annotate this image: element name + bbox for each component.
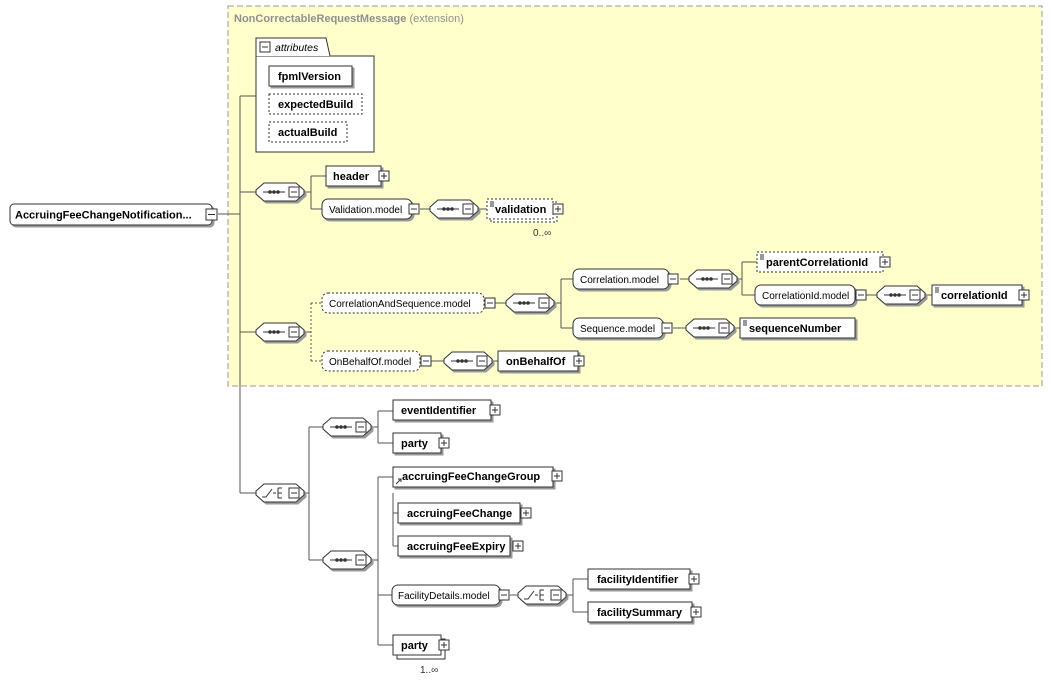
- element-accruing-fee-change-label: accruingFeeChange: [407, 508, 512, 520]
- validation-cardinality: 0..∞: [533, 228, 551, 239]
- sequence-compositor-onbehalfof[interactable]: [443, 351, 493, 371]
- element-validation-label: validation: [495, 204, 547, 216]
- element-correlation-id-label: correlationId: [941, 290, 1008, 302]
- element-validation[interactable]: validation 0..∞: [486, 198, 564, 239]
- sequence-compositor-fee[interactable]: [322, 550, 372, 570]
- element-party-repeating-label: party: [401, 640, 429, 652]
- sequence-compositor-correlation[interactable]: [688, 269, 738, 289]
- element-accruing-fee-expiry-label: accruingFeeExpiry: [407, 541, 506, 553]
- element-party-label: party: [401, 438, 429, 450]
- element-parent-correlation-id-label: parentCorrelationId: [766, 257, 868, 269]
- group-correlation-and-sequence-model[interactable]: CorrelationAndSequence.model: [321, 292, 496, 314]
- sequence-compositor-validation[interactable]: [429, 199, 479, 219]
- attribute-expectedbuild-label: expectedBuild: [278, 99, 353, 111]
- sequence-compositor-corrseq[interactable]: [505, 293, 555, 313]
- group-validation-model[interactable]: Validation.model: [321, 198, 420, 220]
- element-facility-identifier[interactable]: facilityIdentifier: [587, 568, 700, 590]
- attribute-actualbuild[interactable]: [268, 121, 348, 143]
- attribute-actualbuild-label: actualBuild: [278, 127, 337, 139]
- root-element[interactable]: AccruingFeeChangeNotification...: [9, 203, 213, 226]
- element-facility-summary[interactable]: facilitySummary: [587, 601, 702, 623]
- element-accruing-fee-change-group[interactable]: accruingFeeChangeGroup: [392, 466, 563, 488]
- attribute-fpmlversion-label: fpmlVersion: [278, 71, 341, 83]
- choice-compositor-main[interactable]: [255, 483, 305, 503]
- optional-connectors: [310, 302, 322, 362]
- element-correlation-id[interactable]: correlationId: [931, 284, 1030, 306]
- group-on-behalf-of-model[interactable]: OnBehalfOf.model: [321, 350, 432, 372]
- sequence-compositor-1[interactable]: [255, 182, 305, 202]
- group-correlation-id-model[interactable]: CorrelationId.model: [754, 284, 867, 306]
- element-accruing-fee-change-group-label: accruingFeeChangeGroup: [402, 471, 540, 483]
- element-facility-identifier-label: facilityIdentifier: [597, 574, 679, 586]
- element-party[interactable]: party: [392, 432, 450, 454]
- element-header[interactable]: header: [325, 165, 390, 187]
- group-sequence-model-label: Sequence.model: [580, 324, 655, 335]
- element-parent-correlation-id[interactable]: parentCorrelationId: [756, 251, 891, 273]
- group-correlation-and-sequence-model-label: CorrelationAndSequence.model: [329, 299, 471, 310]
- element-event-identifier-label: eventIdentifier: [401, 405, 477, 417]
- element-accruing-fee-expiry[interactable]: accruingFeeExpiry: [397, 535, 524, 557]
- group-validation-model-label: Validation.model: [329, 205, 402, 216]
- group-correlation-id-model-label: CorrelationId.model: [762, 291, 849, 302]
- sequence-compositor-2[interactable]: [255, 322, 305, 342]
- attribute-fpmlversion[interactable]: [268, 65, 353, 87]
- element-accruing-fee-change[interactable]: accruingFeeChange: [397, 502, 532, 524]
- element-event-identifier[interactable]: eventIdentifier: [392, 399, 501, 421]
- attributes-title: attributes: [275, 42, 319, 54]
- group-correlation-model[interactable]: Correlation.model: [572, 268, 679, 290]
- group-facility-details-model-label: FacilityDetails.model: [398, 591, 490, 602]
- attributes-group: attributes fpmlVersion expectedBuild act…: [255, 37, 375, 153]
- attribute-expectedbuild[interactable]: [268, 93, 363, 115]
- root-collapse-icon[interactable]: [205, 208, 218, 221]
- group-facility-details-model[interactable]: FacilityDetails.model: [391, 584, 510, 606]
- group-correlation-model-label: Correlation.model: [580, 275, 659, 286]
- element-on-behalf-of[interactable]: onBehalfOf: [497, 350, 585, 372]
- sequence-compositor-correlationid[interactable]: [876, 285, 926, 305]
- sequence-compositor-event[interactable]: [322, 417, 372, 437]
- element-on-behalf-of-label: onBehalfOf: [506, 356, 566, 368]
- root-element-label: AccruingFeeChangeNotification...: [15, 210, 192, 222]
- element-sequence-number-label: sequenceNumber: [749, 323, 842, 335]
- group-sequence-model[interactable]: Sequence.model: [572, 317, 673, 339]
- element-header-label: header: [333, 171, 370, 183]
- element-party-repeating[interactable]: party 1..∞: [392, 634, 450, 676]
- party-cardinality: 1..∞: [420, 665, 438, 676]
- extension-title: NonCorrectableRequestMessage (extension): [234, 13, 464, 25]
- sequence-compositor-sequence[interactable]: [685, 318, 735, 338]
- choice-compositor-facility[interactable]: [517, 585, 567, 605]
- element-sequence-number[interactable]: sequenceNumber: [739, 317, 856, 339]
- element-facility-summary-label: facilitySummary: [597, 607, 683, 619]
- group-on-behalf-of-model-label: OnBehalfOf.model: [329, 357, 411, 368]
